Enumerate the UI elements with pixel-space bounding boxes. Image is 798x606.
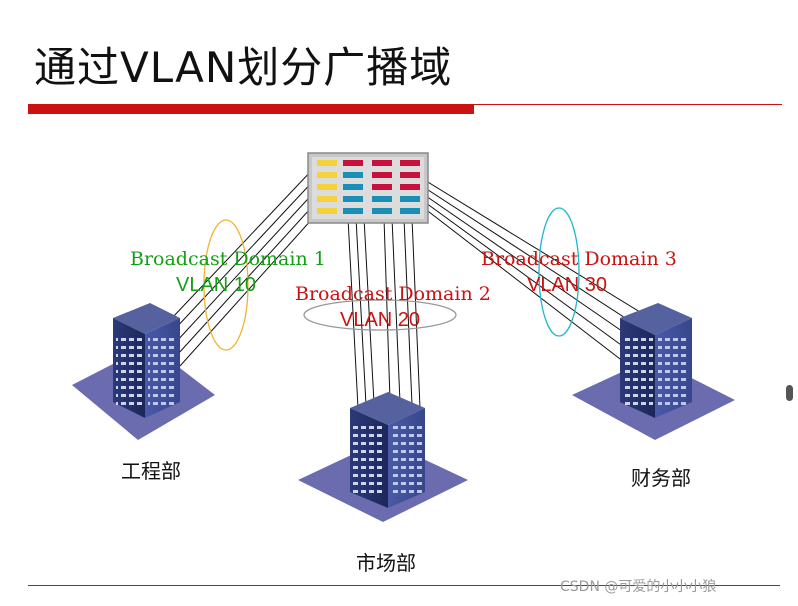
links-finance <box>399 164 641 363</box>
building-finance-icon <box>620 303 692 418</box>
switch-icon <box>307 152 429 224</box>
domain-2-vlan: VLAN 20 <box>340 309 421 331</box>
links-marketing <box>347 217 421 409</box>
domain-3-label: Broadcast Domain 3 <box>481 248 677 270</box>
domain-1-label: Broadcast Domain 1 <box>130 248 326 270</box>
title-underline-thin <box>474 104 782 105</box>
domain-2-label: Broadcast Domain 2 <box>295 283 491 305</box>
dept-marketing: 市场部 <box>356 551 416 575</box>
domain-1-ellipse <box>203 219 249 351</box>
dept-engineering: 工程部 <box>121 459 181 483</box>
footer-line <box>28 585 780 586</box>
domain-1-vlan: VLAN 10 <box>176 274 257 296</box>
domain-2-ellipse <box>303 299 457 331</box>
dept-finance: 财务部 <box>631 466 691 490</box>
scrollbar-thumb[interactable] <box>786 385 793 401</box>
building-marketing-icon <box>350 392 425 508</box>
domain-3-vlan: VLAN 30 <box>527 274 608 296</box>
domain-3-ellipse <box>538 207 580 337</box>
watermark: CSDN @可爱的小小小狼 <box>560 579 717 595</box>
building-engineering-icon <box>113 303 180 418</box>
slide-title: 通过VLAN划分广播域 <box>34 43 453 92</box>
title-underline <box>28 104 474 114</box>
